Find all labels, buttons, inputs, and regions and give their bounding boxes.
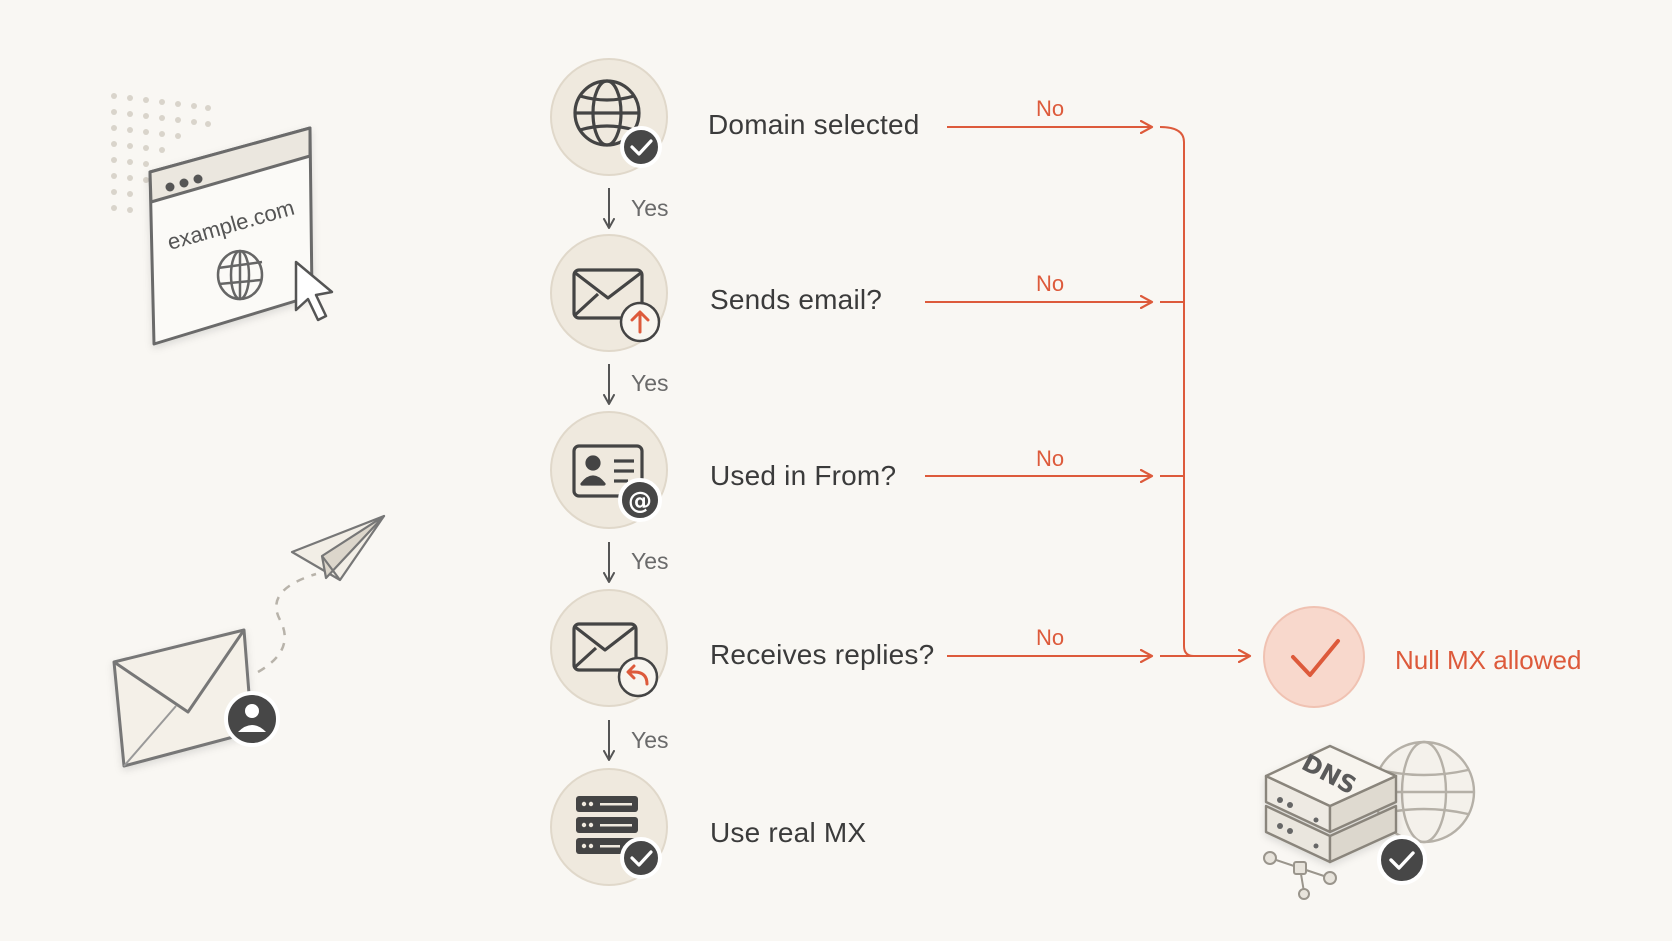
cursor-icon bbox=[294, 260, 334, 322]
yes-label: Yes bbox=[631, 370, 669, 396]
envelope-illustration bbox=[112, 514, 386, 768]
browser-illustration: example.com bbox=[111, 93, 334, 346]
globe-icon bbox=[216, 249, 264, 301]
window-dot-icon bbox=[165, 182, 175, 192]
no-label: No bbox=[1036, 446, 1065, 471]
yes-label: Yes bbox=[631, 195, 669, 221]
no-label: No bbox=[1036, 625, 1065, 650]
check-badge-icon bbox=[1377, 835, 1427, 885]
no-arrows bbox=[925, 127, 1250, 656]
no-label: No bbox=[1036, 96, 1065, 121]
step-label-receives-replies: Receives replies? bbox=[710, 639, 935, 670]
checkmark-icon bbox=[1291, 639, 1340, 677]
step-label-used-in-from: Used in From? bbox=[710, 460, 897, 491]
no-label: No bbox=[1036, 271, 1065, 296]
contact-card-icon bbox=[572, 444, 644, 498]
check-badge-icon bbox=[620, 837, 662, 879]
svg-text:@: @ bbox=[628, 487, 652, 515]
yes-label: Yes bbox=[631, 727, 669, 753]
step-label-sends-email: Sends email? bbox=[710, 284, 883, 315]
collector-line bbox=[1159, 126, 1195, 657]
dns-illustration: DNS bbox=[1263, 740, 1476, 900]
at-sign-badge-icon: @ bbox=[618, 478, 662, 522]
envelope-icon bbox=[572, 268, 644, 320]
paper-plane-icon bbox=[290, 514, 386, 582]
server-rack-icon bbox=[576, 796, 638, 854]
check-badge-icon bbox=[620, 126, 662, 168]
result-label: Null MX allowed bbox=[1395, 645, 1582, 675]
flight-trail bbox=[257, 572, 317, 674]
step-label-use-real-mx: Use real MX bbox=[710, 817, 867, 848]
step-label-domain-selected: Domain selected bbox=[708, 109, 920, 140]
avatar-badge-icon bbox=[224, 691, 280, 747]
result-node bbox=[1263, 606, 1365, 708]
flow-nodes bbox=[550, 58, 668, 886]
reply-arrow-badge-icon bbox=[617, 656, 659, 698]
upload-arrow-badge-icon bbox=[619, 301, 661, 343]
yes-label: Yes bbox=[631, 548, 669, 574]
dot-grid-decoration bbox=[111, 93, 211, 213]
network-icon bbox=[1263, 851, 1337, 900]
dns-server-icon bbox=[1264, 744, 1398, 864]
globe-icon bbox=[573, 79, 641, 147]
envelope-icon bbox=[572, 622, 638, 672]
